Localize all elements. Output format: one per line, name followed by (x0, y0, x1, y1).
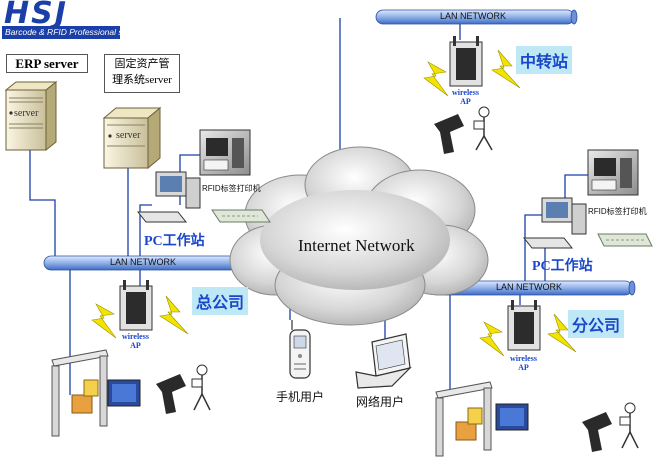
internet-label: Internet Network (298, 236, 415, 255)
rfid-reader-pad-icon (597, 233, 653, 247)
printer-label: RFID标签打印机 (588, 207, 647, 216)
rfid-gate-icon (435, 381, 529, 457)
handheld-reader-icon (434, 106, 493, 154)
mobile-phone-icon (289, 320, 311, 379)
asset-server-icon (102, 106, 162, 170)
internet-cloud (229, 146, 489, 326)
lan-pipe-top (375, 9, 578, 25)
printer-label: RFID标签打印机 (202, 184, 261, 193)
server-text: server (14, 108, 39, 119)
mobile-user-label: 手机用户 (276, 390, 325, 404)
brand-logo: HSJ (4, 0, 68, 31)
pc-workstation-icon (136, 171, 201, 223)
erp-server-label: ERP server (6, 54, 88, 73)
wireless-ap-icon (91, 280, 189, 339)
ap-label: wireless AP (122, 332, 149, 350)
rfid-printer-icon (199, 129, 251, 176)
asset-server-label: 固定资产管 理系统server (104, 54, 180, 93)
handheld-reader-icon (156, 364, 211, 414)
station-branch: 分公司 (568, 310, 625, 338)
rfid-reader-pad-icon (211, 209, 271, 223)
rfid-gate-icon (51, 349, 141, 437)
lan-label-left: LAN NETWORK (110, 257, 177, 267)
rfid-printer-icon (587, 149, 639, 196)
web-user-label: 网络用户 (356, 395, 405, 409)
pc-workstation-label: PC工作站 (144, 234, 205, 249)
handheld-reader-icon (582, 402, 639, 452)
pc-workstation-label: PC工作站 (532, 259, 593, 274)
erp-server-icon (4, 80, 58, 152)
server-text: server (116, 130, 141, 141)
laptop-icon (355, 333, 412, 389)
ap-label: wireless AP (510, 354, 537, 372)
lan-label-top: LAN NETWORK (440, 11, 507, 21)
station-headquarters: 总公司 (192, 287, 249, 315)
station-transfer: 中转站 (516, 46, 573, 74)
lan-label-right: LAN NETWORK (496, 282, 563, 292)
wireless-ap-icon (479, 300, 577, 357)
pc-workstation-icon (522, 197, 587, 249)
ap-label: wireless AP (452, 88, 479, 106)
brand-tagline: Barcode & RFID Professional service (2, 26, 145, 39)
wireless-ap-icon (423, 36, 521, 97)
